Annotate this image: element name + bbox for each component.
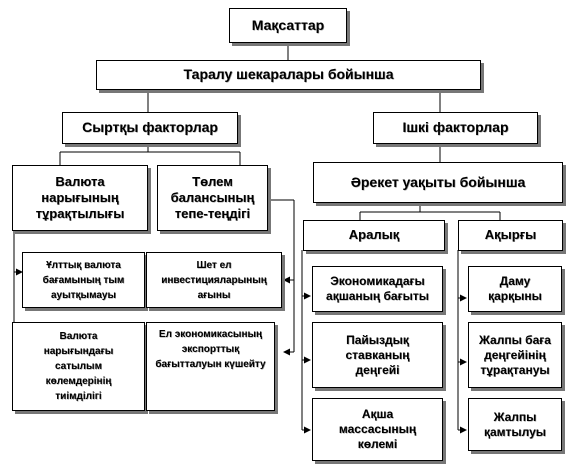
node-maksattar: Мақсаттар [229,8,347,43]
node-areket-uakyty: Әрекет уақыты бойынша [313,162,563,203]
node-valyuta-satylym: Валюта нарығындағы сатылым көлемдерінің … [12,322,145,411]
node-damu-karkyny-label: Даму қарқыны [488,274,542,303]
node-shet-el-investitsiya: Шет ел инвестицияларының ағыны [146,252,282,308]
node-aralyk: Аралық [303,220,445,251]
node-el-ekonomikasy: Ел экономикасының экспорттық бағытталуын… [146,322,275,411]
node-taralu-shekaralary-label: Таралу шекаралары бойынша [183,66,394,83]
node-ishki-faktorlar: Ішкі факторлар [373,112,538,144]
node-valyuta-satylym-label: Валюта нарығындағы сатылым көлемдерінің … [43,331,114,402]
node-aralyk-label: Аралық [348,227,400,243]
node-akyrgy-label: Ақырғы [484,227,537,243]
node-ulttyk-valyuta: Ұлттық валюта бағамының тым ауытқымауы [22,252,145,308]
node-el-ekonomikasy-label: Ел экономикасының экспорттық бағытталуын… [155,329,266,370]
node-zhalpy-kamtyluy-label: Жалпы қамтылуы [483,409,547,439]
node-syrtky-faktorlar-label: Сыртқы факторлар [82,119,218,136]
node-valyuta-turaktylygy: Валюта нарығының тұрақтылығы [12,165,148,231]
node-akshanyn-bagyty-label: Экономикадағы ақшаның бағыты [326,274,429,303]
node-zhalpy-kamtyluy: Жалпы қамтылуы [468,398,562,451]
node-akyrgy: Ақырғы [458,220,563,251]
node-taralu-shekaralary: Таралу шекаралары бойынша [96,60,481,90]
node-areket-uakyty-label: Әрекет уақыты бойынша [350,173,526,190]
node-syrtky-faktorlar: Сыртқы факторлар [62,112,238,144]
node-tolem-balansy: Төлем балансының тепе-теңдігі [157,165,268,231]
node-payyzdyk-stavka: Пайыздық ставканың деңгейі [312,322,443,388]
node-maksattar-label: Мақсаттар [251,16,325,33]
node-zhalpy-baga: Жалпы баға деңгейінің тұрақтануы [468,322,562,388]
node-valyuta-turaktylygy-label: Валюта нарығының тұрақтылығы [35,173,125,222]
node-ulttyk-valyuta-label: Ұлттық валюта бағамының тым ауытқымауы [42,259,125,301]
node-aksha-massasy-label: Ақша массасының көлемі [338,407,417,451]
node-damu-karkyny: Даму қарқыны [468,266,562,312]
node-aksha-massasy: Ақша массасының көлемі [312,398,443,461]
node-ishki-faktorlar-label: Ішкі факторлар [402,119,509,136]
node-payyzdyk-stavka-label: Пайыздық ставканың деңгейі [345,332,410,377]
node-zhalpy-baga-label: Жалпы баға деңгейінің тұрақтануы [479,332,551,377]
node-akshanyn-bagyty: Экономикадағы ақшаның бағыты [312,266,443,312]
node-tolem-balansy-label: Төлем балансының тепе-теңдігі [170,173,255,222]
node-shet-el-investitsiya-label: Шет ел инвестицияларының ағыны [161,259,267,301]
